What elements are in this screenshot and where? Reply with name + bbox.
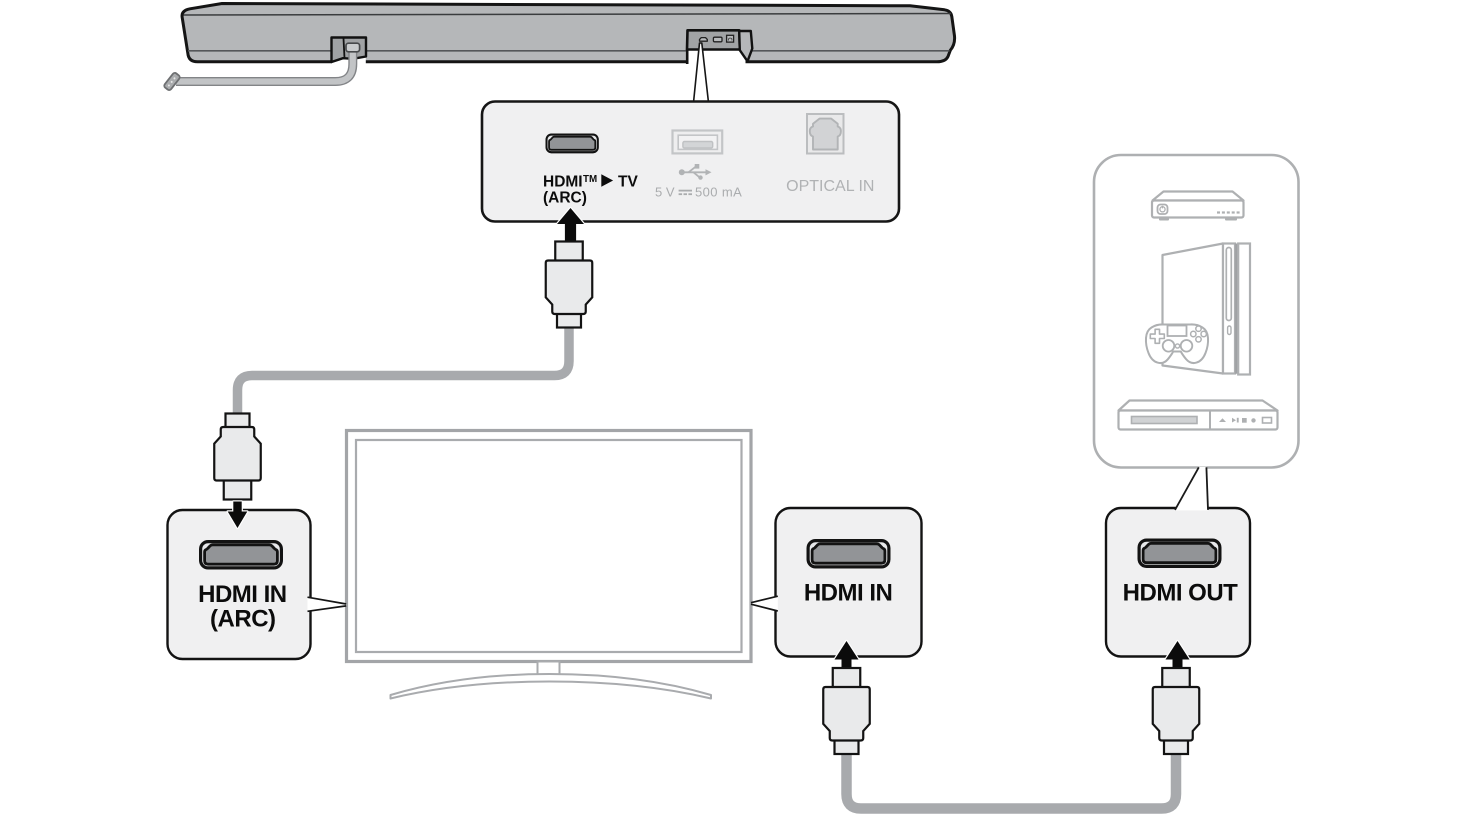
svg-text:(ARC): (ARC): [210, 606, 275, 633]
svg-text:OPTICAL IN: OPTICAL IN: [786, 178, 874, 195]
svg-text:500 mA: 500 mA: [695, 184, 742, 199]
svg-text:5 V: 5 V: [655, 184, 675, 199]
svg-text:(ARC): (ARC): [543, 190, 587, 207]
svg-text:HDMI OUT: HDMI OUT: [1123, 580, 1238, 607]
svg-text:TV: TV: [618, 173, 638, 190]
svg-text:HDMI IN: HDMI IN: [198, 581, 287, 608]
svg-text:TM: TM: [583, 174, 597, 185]
svg-text:HDMI IN: HDMI IN: [804, 580, 893, 607]
svg-text:HDMI: HDMI: [543, 173, 583, 190]
